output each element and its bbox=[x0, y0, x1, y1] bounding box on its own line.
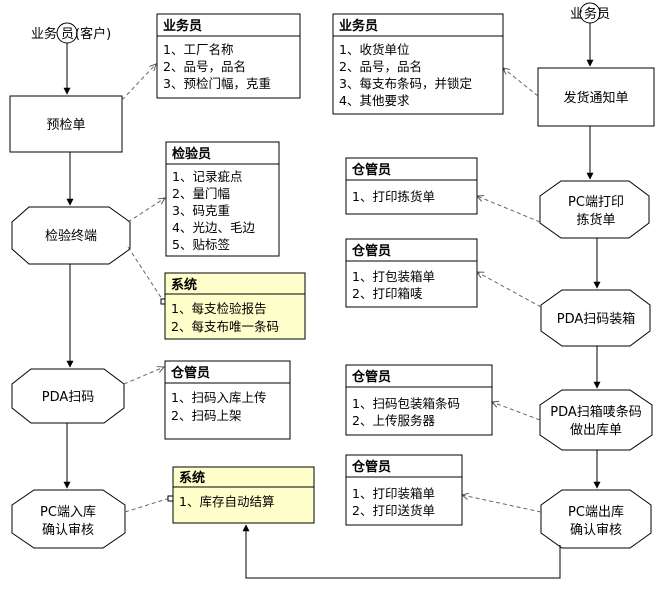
dash-pc-warehouse bbox=[462, 495, 542, 513]
actor-left: 业务员(客户) bbox=[31, 22, 111, 44]
node-pc-inbound-label-2: 确认审核 bbox=[42, 523, 94, 538]
node-pda-pack-label: PDA扫码装箱 bbox=[557, 311, 636, 327]
note-item: 1、每支检验报告 bbox=[171, 301, 266, 316]
note-warehouse-upload: 仓管员 1、扫码包装箱条码 2、上传服务器 bbox=[345, 364, 493, 436]
actor-right-label: 业务员 bbox=[570, 6, 610, 22]
connector-square bbox=[167, 495, 174, 502]
note-item: 1、打印拣货单 bbox=[352, 189, 435, 204]
node-pc-print-pick bbox=[539, 180, 650, 239]
note-header: 系统 bbox=[171, 277, 197, 293]
dash-terminal-system bbox=[127, 246, 165, 303]
note-item: 4、其他要求 bbox=[339, 93, 410, 108]
note-system-stock: 系统 1、库存自动结算 bbox=[172, 466, 315, 524]
actor-right: 业务员 bbox=[570, 2, 610, 24]
node-ship-notice bbox=[537, 67, 655, 127]
note-header: 仓管员 bbox=[351, 162, 391, 178]
note-item: 5、贴标签 bbox=[172, 237, 230, 252]
node-inspect-terminal-label: 检验终端 bbox=[45, 228, 97, 244]
note-warehouse-pick: 仓管员 1、打印拣货单 bbox=[345, 157, 478, 215]
note-item: 4、光边、毛边 bbox=[172, 220, 255, 235]
node-pc-print-pick-label-1: PC端打印 bbox=[568, 195, 624, 210]
actor-left-label: 业务员(客户) bbox=[31, 26, 111, 42]
note-item: 1、扫码包装箱条码 bbox=[352, 396, 460, 411]
node-pc-inbound-label-1: PC端入库 bbox=[40, 504, 96, 520]
note-header: 检验员 bbox=[172, 146, 211, 162]
node-pda-outbound-label-1: PDA扫箱唛条码 bbox=[550, 404, 642, 420]
node-pc-print-pick-label-2: 拣货单 bbox=[576, 212, 615, 228]
note-warehouse-pack: 仓管员 1、打包装箱单 2、打印箱唛 bbox=[345, 238, 478, 308]
note-header: 仓管员 bbox=[170, 365, 210, 381]
dashed-connectors bbox=[121, 64, 542, 513]
dash-pc-system bbox=[124, 497, 171, 513]
note-header: 仓管员 bbox=[351, 369, 391, 385]
node-pc-inbound bbox=[11, 489, 126, 549]
node-pda-pack bbox=[540, 289, 651, 347]
note-item: 2、量门幅 bbox=[172, 186, 230, 201]
node-precheck-label: 预检单 bbox=[46, 118, 85, 133]
dash-terminal-inspector bbox=[127, 198, 165, 223]
node-pc-outbound-label-1: PC端出库 bbox=[568, 504, 624, 520]
arrow-outbound-to-stock bbox=[242, 524, 561, 579]
note-item: 2、品号，品名 bbox=[163, 59, 246, 74]
note-inspector: 检验员 1、记录疵点 2、量门幅 3、码克重 4、光边、毛边 5、贴标签 bbox=[165, 141, 280, 257]
node-pda-scan bbox=[11, 368, 125, 424]
note-system-report: 系统 1、每支检验报告 2、每支布唯一条码 bbox=[164, 272, 306, 340]
note-item: 1、收货单位 bbox=[339, 42, 409, 57]
note-item: 1、库存自动结算 bbox=[179, 494, 274, 509]
note-item: 1、工厂名称 bbox=[163, 42, 233, 57]
note-warehouse-print: 仓管员 1、打印装箱单 2、打印送货单 bbox=[345, 454, 463, 526]
note-item: 1、扫码入库上传 bbox=[171, 390, 266, 405]
node-pc-outbound bbox=[540, 489, 652, 549]
note-salesman-right: 业务员 1、收货单位 2、品号，品名 3、每支布条码，并锁定 4、其他要求 bbox=[332, 13, 504, 115]
node-precheck bbox=[9, 95, 123, 153]
note-item: 3、预检门幅，克重 bbox=[163, 76, 271, 91]
node-pda-scan-label: PDA扫码 bbox=[42, 390, 95, 405]
note-item: 3、码克重 bbox=[172, 203, 230, 218]
node-ship-notice-label: 发货通知单 bbox=[563, 90, 628, 106]
note-item: 3、每支布条码，并锁定 bbox=[339, 76, 472, 91]
dash-outbound-warehouse bbox=[492, 402, 541, 421]
note-header: 仓管员 bbox=[351, 243, 391, 259]
note-item: 1、打包装箱单 bbox=[352, 269, 435, 284]
dash-print-warehouse bbox=[477, 196, 541, 223]
dash-precheck-salesman bbox=[121, 64, 156, 101]
note-header: 系统 bbox=[179, 470, 205, 486]
node-pda-outbound bbox=[539, 389, 653, 451]
note-header: 仓管员 bbox=[351, 459, 391, 475]
node-pda-outbound-label-2: 做出库单 bbox=[570, 422, 622, 438]
note-header: 业务员 bbox=[339, 18, 378, 34]
note-salesman-left: 业务员 1、工厂名称 2、品号，品名 3、预检门幅，克重 bbox=[156, 13, 301, 99]
note-item: 2、每支布唯一条码 bbox=[171, 319, 279, 334]
node-inspect-terminal bbox=[11, 206, 131, 265]
note-item: 1、记录疵点 bbox=[172, 169, 242, 184]
note-warehouse-inbound: 仓管员 1、扫码入库上传 2、扫码上架 bbox=[164, 360, 291, 440]
note-item: 2、打印送货单 bbox=[352, 503, 435, 518]
note-item: 1、打印装箱单 bbox=[352, 486, 435, 501]
note-item: 2、扫码上架 bbox=[171, 408, 241, 423]
note-item: 2、打印箱唛 bbox=[352, 286, 423, 301]
flow-arrows bbox=[63, 23, 601, 579]
dash-notice-salesman bbox=[503, 68, 539, 97]
note-item: 2、品号，品名 bbox=[339, 59, 422, 74]
node-pc-outbound-label-2: 确认审核 bbox=[570, 523, 622, 538]
dash-pack-warehouse bbox=[477, 272, 542, 308]
note-item: 2、上传服务器 bbox=[352, 413, 435, 428]
note-header: 业务员 bbox=[163, 18, 202, 34]
dash-pda-warehouse bbox=[123, 367, 164, 385]
